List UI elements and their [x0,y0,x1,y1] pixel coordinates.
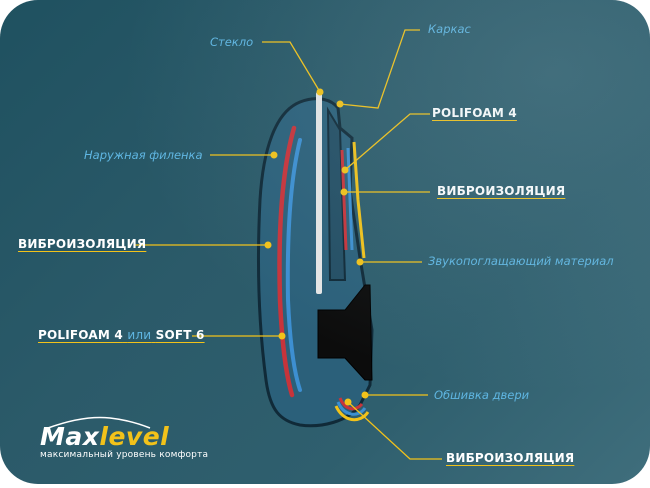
label-vibro-left: ВИБРОИЗОЛЯЦИЯ [18,237,147,251]
bottom-absorb-layer [334,405,370,422]
leader-dots [264,88,369,406]
outer-foam-layer [285,138,302,392]
label-outer-panel: Наружная филенка [84,148,203,162]
label-polifoam-left: POLIFOAM 4 [38,328,123,342]
speaker-icon [317,284,373,381]
label-or: или [127,328,152,342]
maxlevel-logo: Maxlevel максимальный уровень комфорта [40,422,209,461]
label-vibro-right: ВИБРОИЗОЛЯЦИЯ [437,184,566,198]
label-vibro-bottom: ВИБРОИЗОЛЯЦИЯ [446,451,575,465]
label-door-trim: Обшивка двери [434,388,530,402]
label-polifoam-soft: POLIFOAM 4 или SOFT 6 [38,328,205,343]
car-silhouette-icon [47,416,151,429]
label-polifoam-right: POLIFOAM 4 [432,106,517,120]
outer-vibro-layer [277,125,297,398]
logo-tagline: максимальный уровень комфорта [40,450,209,460]
bottom-vibro-layer [338,397,364,411]
label-glass: Стекло [210,35,254,49]
logo-wordmark: Maxlevel [40,422,170,451]
label-soft6: SOFT 6 [155,328,205,342]
inner-vibro-layer [340,149,348,251]
bottom-foam-layer [336,401,367,416]
label-frame: Каркас [428,22,471,36]
label-sound-absorbing: Звукопоглащающий материал [428,254,614,268]
inner-foam-layer [346,147,354,251]
leader-lines [134,29,442,460]
glass-pane [316,92,322,294]
